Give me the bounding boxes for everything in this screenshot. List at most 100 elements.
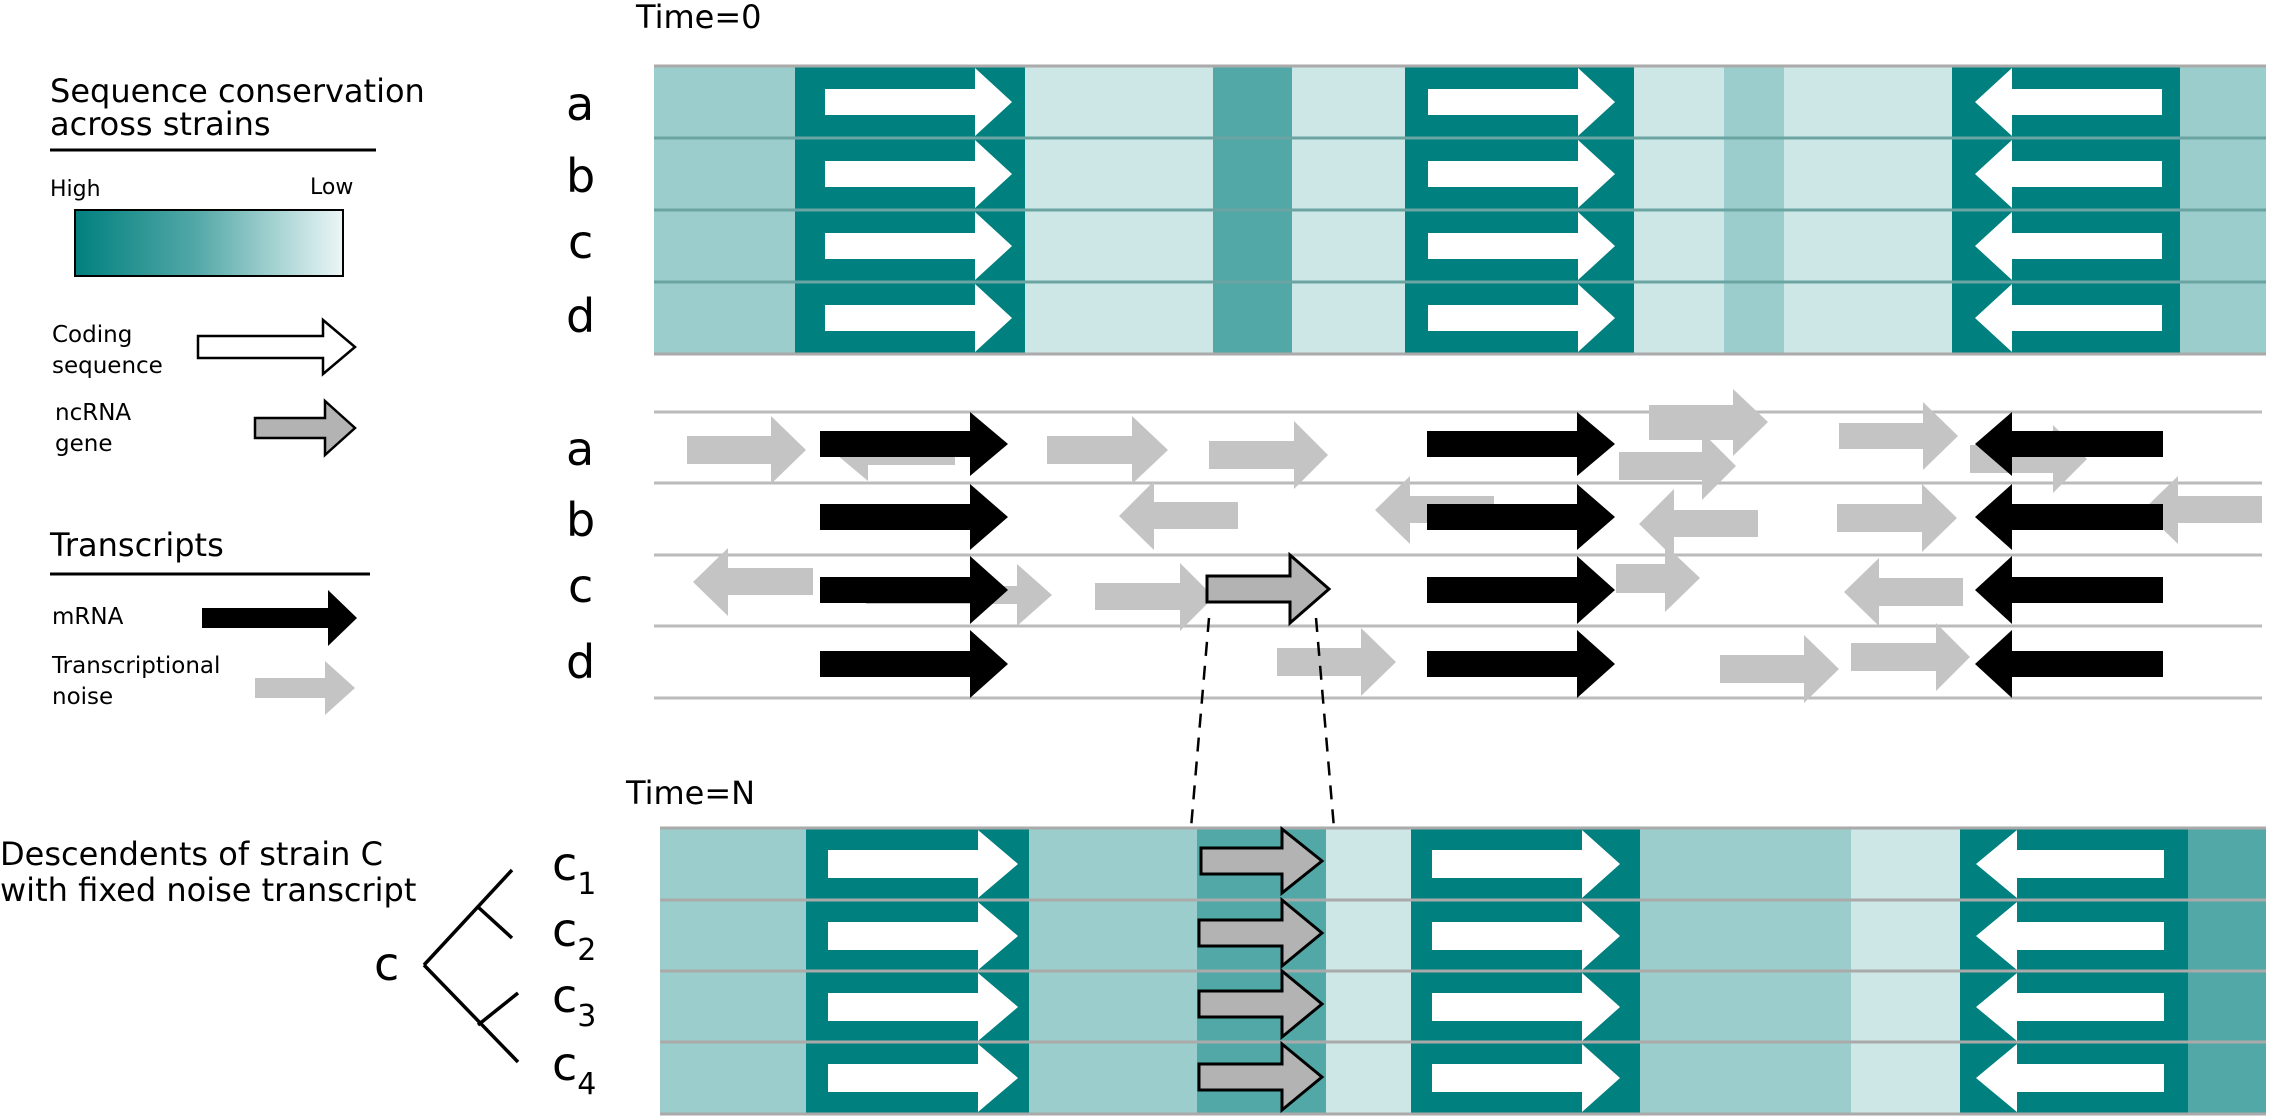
conservation-title-line2: across strains <box>50 105 271 143</box>
noise-transcript-arrow <box>1209 421 1328 489</box>
mrna-transcript-arrow <box>1975 412 2163 476</box>
noise-transcript-arrow <box>687 416 806 484</box>
zoom-connector-lines <box>1189 617 1336 829</box>
timeN-coding-arrows <box>828 830 2164 1112</box>
coding-arrow <box>828 973 1018 1041</box>
coding-arrow <box>825 140 1012 208</box>
noise-transcript-arrow <box>1095 563 1214 631</box>
mrna-transcript-arrow <box>1427 630 1615 698</box>
phylogenetic-tree <box>422 868 520 1064</box>
noise-transcript-arrow <box>1119 481 1238 550</box>
descendents-caption-line1: Descendents of strain C <box>0 835 383 873</box>
panel-time0: Time=0 <box>566 0 2266 356</box>
coding-arrow <box>1432 902 1620 970</box>
coding-arrow <box>1428 284 1615 352</box>
ncrna-gene-arrow <box>1197 896 1325 970</box>
coding-arrow <box>825 212 1012 280</box>
coding-arrow <box>1432 973 1620 1041</box>
ncrna-gene-arrow <box>1197 967 1325 1041</box>
mrna-transcripts <box>820 412 2163 698</box>
coding-sequence-arrow-icon <box>196 317 357 377</box>
coding-arrow <box>825 68 1012 136</box>
time0-strain-label-c: c <box>568 215 593 269</box>
descendent-label-c3: c3 <box>552 969 596 1034</box>
coding-arrow <box>828 902 1018 970</box>
coding-arrow <box>1428 68 1615 136</box>
panel-timeN: Time=N <box>0 774 2266 1116</box>
descendent-labels: c1 c2 c3 c4 <box>552 837 596 1102</box>
gradient-high-label: High <box>50 177 101 202</box>
ncrna-label-line2: gene <box>55 431 112 457</box>
time0-label: Time=0 <box>635 0 761 36</box>
noise-label-line1: Transcriptional <box>51 653 220 679</box>
noise-transcript-arrow <box>1839 402 1958 470</box>
timeN-row-lines <box>660 826 2266 1116</box>
mrna-transcript-arrow <box>1427 412 1615 476</box>
legend: Sequence conservation across strains Hig… <box>49 72 425 715</box>
noise-transcript-arrow <box>1047 416 1168 484</box>
descendent-label-c2: c2 <box>552 903 596 968</box>
descendent-label-c1: c1 <box>552 837 596 902</box>
ncrna-gene-arrow-icon <box>253 398 357 458</box>
coding-arrow <box>1432 830 1620 898</box>
noise-transcript-arrow <box>1844 558 1963 626</box>
coding-arrow <box>1975 140 2162 208</box>
mrna-arrow-icon <box>202 590 357 646</box>
mrna-transcript-arrow <box>820 412 1008 476</box>
coding-arrow <box>1428 212 1615 280</box>
noise-transcript-arrow <box>1619 432 1736 500</box>
coding-arrow <box>1432 1044 1620 1112</box>
noise-transcript-arrow <box>693 548 813 616</box>
time0-strain-label-a: a <box>566 77 594 131</box>
descendents-caption-line2: with fixed noise transcript <box>0 871 416 909</box>
noise-transcript-arrow <box>1616 545 1700 612</box>
mrna-transcript-arrow <box>1427 556 1615 624</box>
noise-transcript-arrow <box>1720 635 1839 703</box>
timeN-ncrna-arrows <box>1197 825 1325 1114</box>
noise-label-line2: noise <box>52 684 113 710</box>
coding-arrow <box>1975 68 2162 136</box>
mrna-transcript-arrow <box>820 630 1008 698</box>
coding-label-line1: Coding <box>52 322 132 348</box>
mrna-transcript-arrow <box>1975 630 2163 698</box>
noise-transcript-arrow <box>2143 476 2262 544</box>
ncrna-gene-arrow <box>1199 825 1325 897</box>
noise-arrow-icon <box>255 661 355 715</box>
tree-root-label: c <box>374 937 399 991</box>
noise-transcript-arrow <box>1837 484 1957 552</box>
ncrna-gene-arrow <box>1197 1040 1325 1114</box>
time0-strain-label-d: d <box>566 289 595 343</box>
mrna-label: mRNA <box>52 604 124 630</box>
coding-label-line2: sequence <box>52 353 163 379</box>
time0-coding-arrows <box>825 68 2162 352</box>
time0-row-lines <box>654 64 2266 356</box>
mrna-transcript-arrow <box>1975 556 2163 624</box>
highlighted-noise-transcript-arrow <box>1205 551 1332 627</box>
mrna-transcript-arrow <box>820 484 1008 550</box>
descendent-label-c4: c4 <box>552 1037 596 1102</box>
coding-arrow <box>825 284 1012 352</box>
coding-arrow <box>828 830 1018 898</box>
noise-transcript-arrow <box>1851 623 1970 691</box>
noise-transcript-arrow <box>1639 489 1758 558</box>
coding-arrow <box>1975 212 2162 280</box>
mrna-transcript-arrow <box>1975 484 2163 550</box>
transcripts-strain-label-d: d <box>566 635 595 689</box>
coding-arrow <box>828 1044 1018 1112</box>
panel-transcripts: a b c d <box>566 389 2262 703</box>
coding-arrow <box>1976 973 2164 1041</box>
noise-transcript-arrow <box>1649 389 1768 456</box>
transcripts-strain-label-b: b <box>566 493 595 547</box>
gradient-low-label: Low <box>310 175 353 200</box>
conservation-title-line1: Sequence conservation <box>50 72 425 110</box>
timeN-label: Time=N <box>625 774 755 812</box>
conservation-gradient-bar <box>74 209 344 277</box>
mrna-transcript-arrow <box>1427 484 1615 550</box>
coding-arrow <box>1428 140 1615 208</box>
noise-transcript-arrow <box>1277 628 1396 696</box>
transcripts-strain-label-c: c <box>568 559 593 613</box>
transcripts-strain-label-a: a <box>566 422 594 476</box>
time0-strain-label-b: b <box>566 149 595 203</box>
coding-arrow <box>1976 902 2164 970</box>
